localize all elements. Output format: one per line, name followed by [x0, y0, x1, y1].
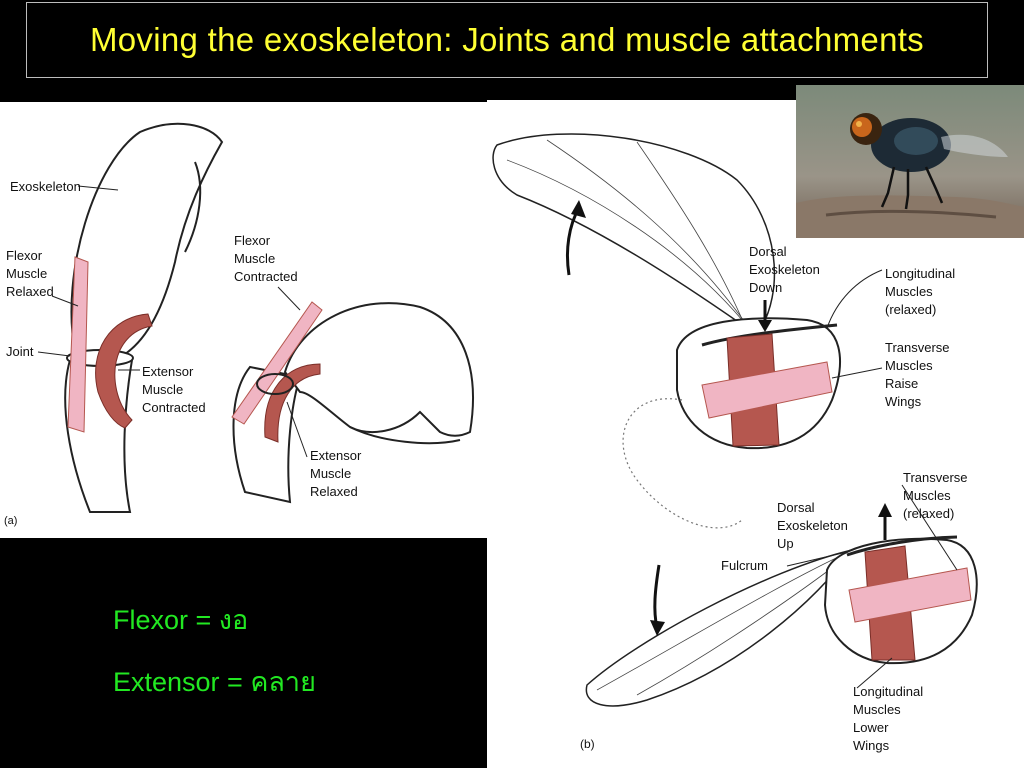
figure-a-diagram: Exoskeleton Flexor Muscle Relaxed Joint … [4, 122, 474, 527]
label-extensor-contracted-2: Muscle [142, 382, 183, 397]
label-longitudinal-relaxed-1: Longitudinal [885, 266, 955, 281]
label-longitudinal-lower-4: Wings [853, 738, 890, 753]
label-exoskeleton: Exoskeleton [10, 179, 81, 194]
slide-title: Moving the exoskeleton: Joints and muscl… [89, 21, 924, 58]
label-extensor-relaxed-1: Extensor [310, 448, 362, 463]
label-transverse-raise-3: Raise [885, 376, 918, 391]
label-flexor-contracted-2: Muscle [234, 251, 275, 266]
slide-title-box: Moving the exoskeleton: Joints and muscl… [26, 2, 988, 78]
label-flexor-contracted-1: Flexor [234, 233, 271, 248]
label-longitudinal-lower-1: Longitudinal [853, 684, 923, 699]
label-dorsal-up-2: Exoskeleton [777, 518, 848, 533]
lowered-wing [585, 548, 854, 707]
label-transverse-raise-2: Muscles [885, 358, 933, 373]
label-extensor-contracted-3: Contracted [142, 400, 206, 415]
label-joint: Joint [6, 344, 34, 359]
legend-flexor: Flexor = งอ [113, 605, 249, 635]
label-transverse-raise-4: Wings [885, 394, 922, 409]
right-upper-segment [283, 302, 474, 437]
right-claw-tip [349, 426, 461, 445]
fly-photo [796, 85, 1024, 238]
label-flexor-contracted-3: Contracted [234, 269, 298, 284]
label-transverse-relaxed-1: Transverse [903, 470, 968, 485]
figure-b-panel: Dorsal Exoskeleton Down Longitudinal Mus… [487, 100, 1024, 768]
figure-b-diagram: Dorsal Exoskeleton Down Longitudinal Mus… [492, 133, 978, 753]
claw-tip [184, 161, 202, 253]
label-transverse-relaxed-2: Muscles [903, 488, 951, 503]
label-extensor-relaxed-2: Muscle [310, 466, 351, 481]
label-extensor-relaxed-3: Relaxed [310, 484, 358, 499]
label-longitudinal-relaxed-2: Muscles [885, 284, 933, 299]
label-transverse-raise-1: Transverse [885, 340, 950, 355]
transverse-muscle-lower [848, 567, 972, 623]
transverse-muscle-upper [701, 361, 833, 419]
legend-extensor: Extensor = คลาย [113, 667, 316, 697]
label-dorsal-up-3: Up [777, 536, 794, 551]
label-longitudinal-relaxed-3: (relaxed) [885, 302, 936, 317]
ghost-wing-dotted [622, 398, 743, 529]
label-transverse-relaxed-3: (relaxed) [903, 506, 954, 521]
flexor-muscle-relaxed [67, 256, 89, 433]
wing-down-arrowhead [650, 620, 665, 636]
extensor-muscle-contracted [95, 313, 153, 429]
dorsal-plate-up [846, 535, 958, 557]
label-dorsal-up-1: Dorsal [777, 500, 815, 515]
wing-up-arrowhead [571, 200, 586, 218]
upper-exoskeleton-segment [70, 122, 224, 356]
wing-down-arrow [653, 564, 661, 629]
right-joint-membrane [256, 373, 294, 395]
label-dorsal-down-2: Exoskeleton [749, 262, 820, 277]
label-flexor-relaxed-3: Relaxed [6, 284, 54, 299]
label-dorsal-down-3: Down [749, 280, 782, 295]
label-extensor-contracted-1: Extensor [142, 364, 194, 379]
flexor-muscle-contracted [231, 301, 323, 425]
dorsal-up-arrowhead [878, 503, 892, 517]
dorsal-down-arrowhead [758, 320, 772, 332]
panel-label-a: (a) [4, 515, 17, 527]
label-flexor-relaxed-2: Muscle [6, 266, 47, 281]
panel-label-b: (b) [580, 737, 595, 751]
figure-a-panel: Exoskeleton Flexor Muscle Relaxed Joint … [0, 102, 487, 538]
label-flexor-relaxed-1: Flexor [6, 248, 43, 263]
dorsal-plate-down [701, 323, 838, 347]
label-dorsal-down-1: Dorsal [749, 244, 787, 259]
label-longitudinal-lower-3: Lower [853, 720, 889, 735]
extensor-muscle-relaxed [264, 363, 321, 443]
label-fulcrum: Fulcrum [721, 558, 768, 573]
label-longitudinal-lower-2: Muscles [853, 702, 901, 717]
